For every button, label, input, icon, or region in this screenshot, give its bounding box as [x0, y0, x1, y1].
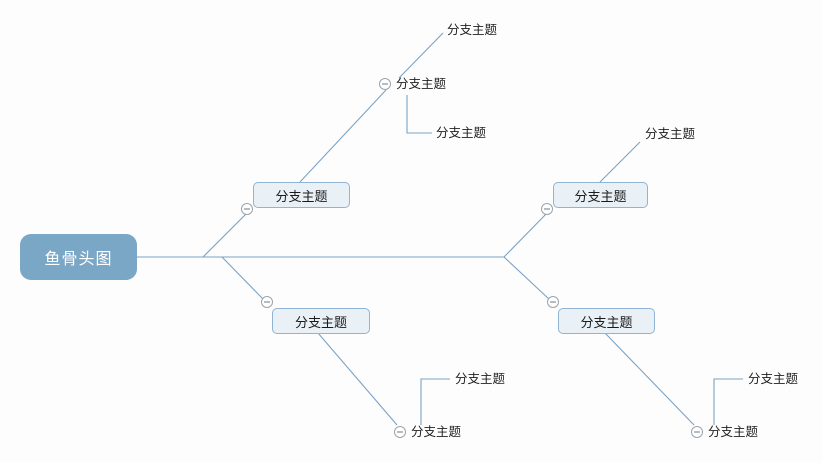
branch-node-upper-right-leaf-label: 分支主题	[645, 126, 696, 141]
branch-node-upper-left-child[interactable]: 分支主题	[396, 76, 446, 92]
branch-node-upper-left-leaf-sub[interactable]: 分支主题	[436, 125, 486, 141]
collapse-toggle-lower-right-box[interactable]	[547, 296, 559, 308]
rib-upper-right	[503, 210, 550, 258]
branch-node-upper-right-leaf[interactable]: 分支主题	[645, 126, 695, 142]
rib-lower-left	[221, 256, 265, 301]
branch-node-lower-left-child[interactable]: 分支主题	[411, 424, 461, 440]
collapse-toggle-lower-left-box[interactable]	[261, 296, 273, 308]
branch-node-upper-left[interactable]: 分支主题	[253, 182, 350, 208]
branch-node-upper-right[interactable]: 分支主题	[553, 182, 648, 208]
branch-node-lower-left-leaf[interactable]: 分支主题	[455, 371, 505, 387]
branch-node-lower-left-child-label: 分支主题	[411, 424, 462, 439]
branch-node-lower-right-leaf-label: 分支主题	[748, 371, 799, 386]
branch-node-upper-right-label: 分支主题	[574, 189, 627, 205]
rib-lower-right	[503, 256, 551, 301]
branch-node-upper-left-leaf-top[interactable]: 分支主题	[447, 22, 497, 38]
branch-node-lower-right[interactable]: 分支主题	[558, 308, 655, 334]
elbow-upper-left-sub	[406, 95, 432, 134]
root-node-fishbone[interactable]: 鱼骨头图	[20, 234, 137, 280]
rib-upper-left-upper	[299, 89, 387, 183]
branch-node-lower-left-label: 分支主题	[294, 315, 347, 331]
collapse-toggle-lower-left-child[interactable]	[394, 426, 406, 438]
rib-upper-left-top-leaf	[398, 32, 444, 79]
elbow-lower-left-leaf	[420, 378, 450, 425]
branch-node-lower-right-child-label: 分支主题	[708, 424, 759, 439]
collapse-toggle-upper-left-child[interactable]	[379, 78, 391, 90]
elbow-lower-right-leaf	[713, 378, 743, 425]
rib-lower-left-lower	[317, 332, 398, 426]
root-node-label: 鱼骨头图	[44, 249, 113, 268]
branch-node-lower-right-label: 分支主题	[580, 315, 633, 331]
branch-node-lower-left[interactable]: 分支主题	[272, 308, 370, 334]
branch-node-lower-right-leaf[interactable]: 分支主题	[748, 371, 798, 387]
collapse-toggle-upper-right-box[interactable]	[541, 203, 553, 215]
branch-node-upper-left-leaf-sub-label: 分支主题	[436, 125, 487, 140]
branch-node-upper-left-label: 分支主题	[275, 189, 328, 205]
branch-node-upper-left-leaf-top-label: 分支主题	[447, 22, 498, 37]
collapse-toggle-lower-right-child[interactable]	[691, 426, 703, 438]
collapse-toggle-upper-left-box[interactable]	[241, 203, 253, 215]
rib-upper-right-upper	[599, 141, 641, 183]
rib-upper-left	[202, 210, 250, 258]
branch-node-lower-right-child[interactable]: 分支主题	[708, 424, 758, 440]
branch-node-lower-left-leaf-label: 分支主题	[455, 371, 506, 386]
rib-lower-right-lower	[604, 332, 695, 426]
branch-node-upper-left-child-label: 分支主题	[396, 76, 447, 91]
